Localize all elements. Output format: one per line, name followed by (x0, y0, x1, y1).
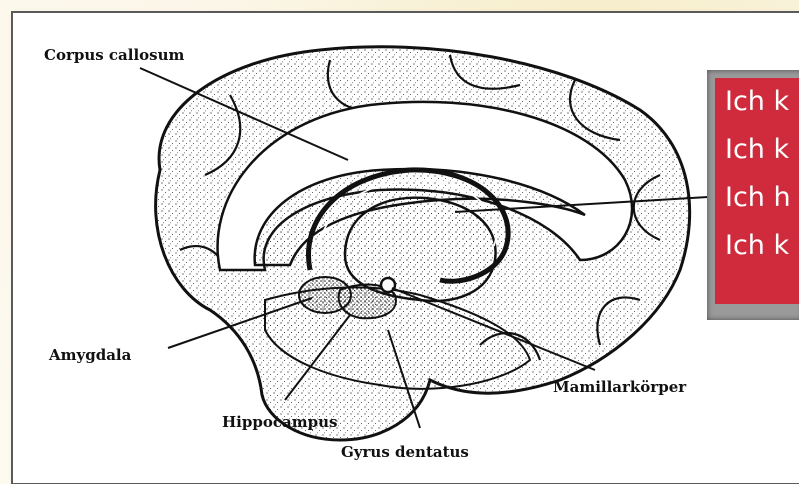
label-amygdala: Amygdala (49, 346, 131, 364)
label-hippocampus: Hippocampus (222, 413, 337, 431)
overlay-line-3: Ich h (715, 174, 799, 222)
overlay-line-4: Ich k (715, 222, 799, 270)
brain-illustration (13, 13, 799, 483)
text-overlay-box: Ich k Ich k Ich h Ich k (715, 78, 799, 304)
brain-diagram-panel: Corpus callosum Amygdala Hippocampus Gyr… (13, 13, 799, 483)
label-corpus-callosum: Corpus callosum (44, 46, 184, 64)
label-gyrus-dentatus: Gyrus dentatus (341, 443, 469, 461)
overlay-line-2: Ich k (715, 126, 799, 174)
mamillary-body (381, 278, 395, 292)
overlay-line-1: Ich k (715, 78, 799, 126)
label-mamillarkorper: Mamillarkörper (553, 378, 686, 396)
